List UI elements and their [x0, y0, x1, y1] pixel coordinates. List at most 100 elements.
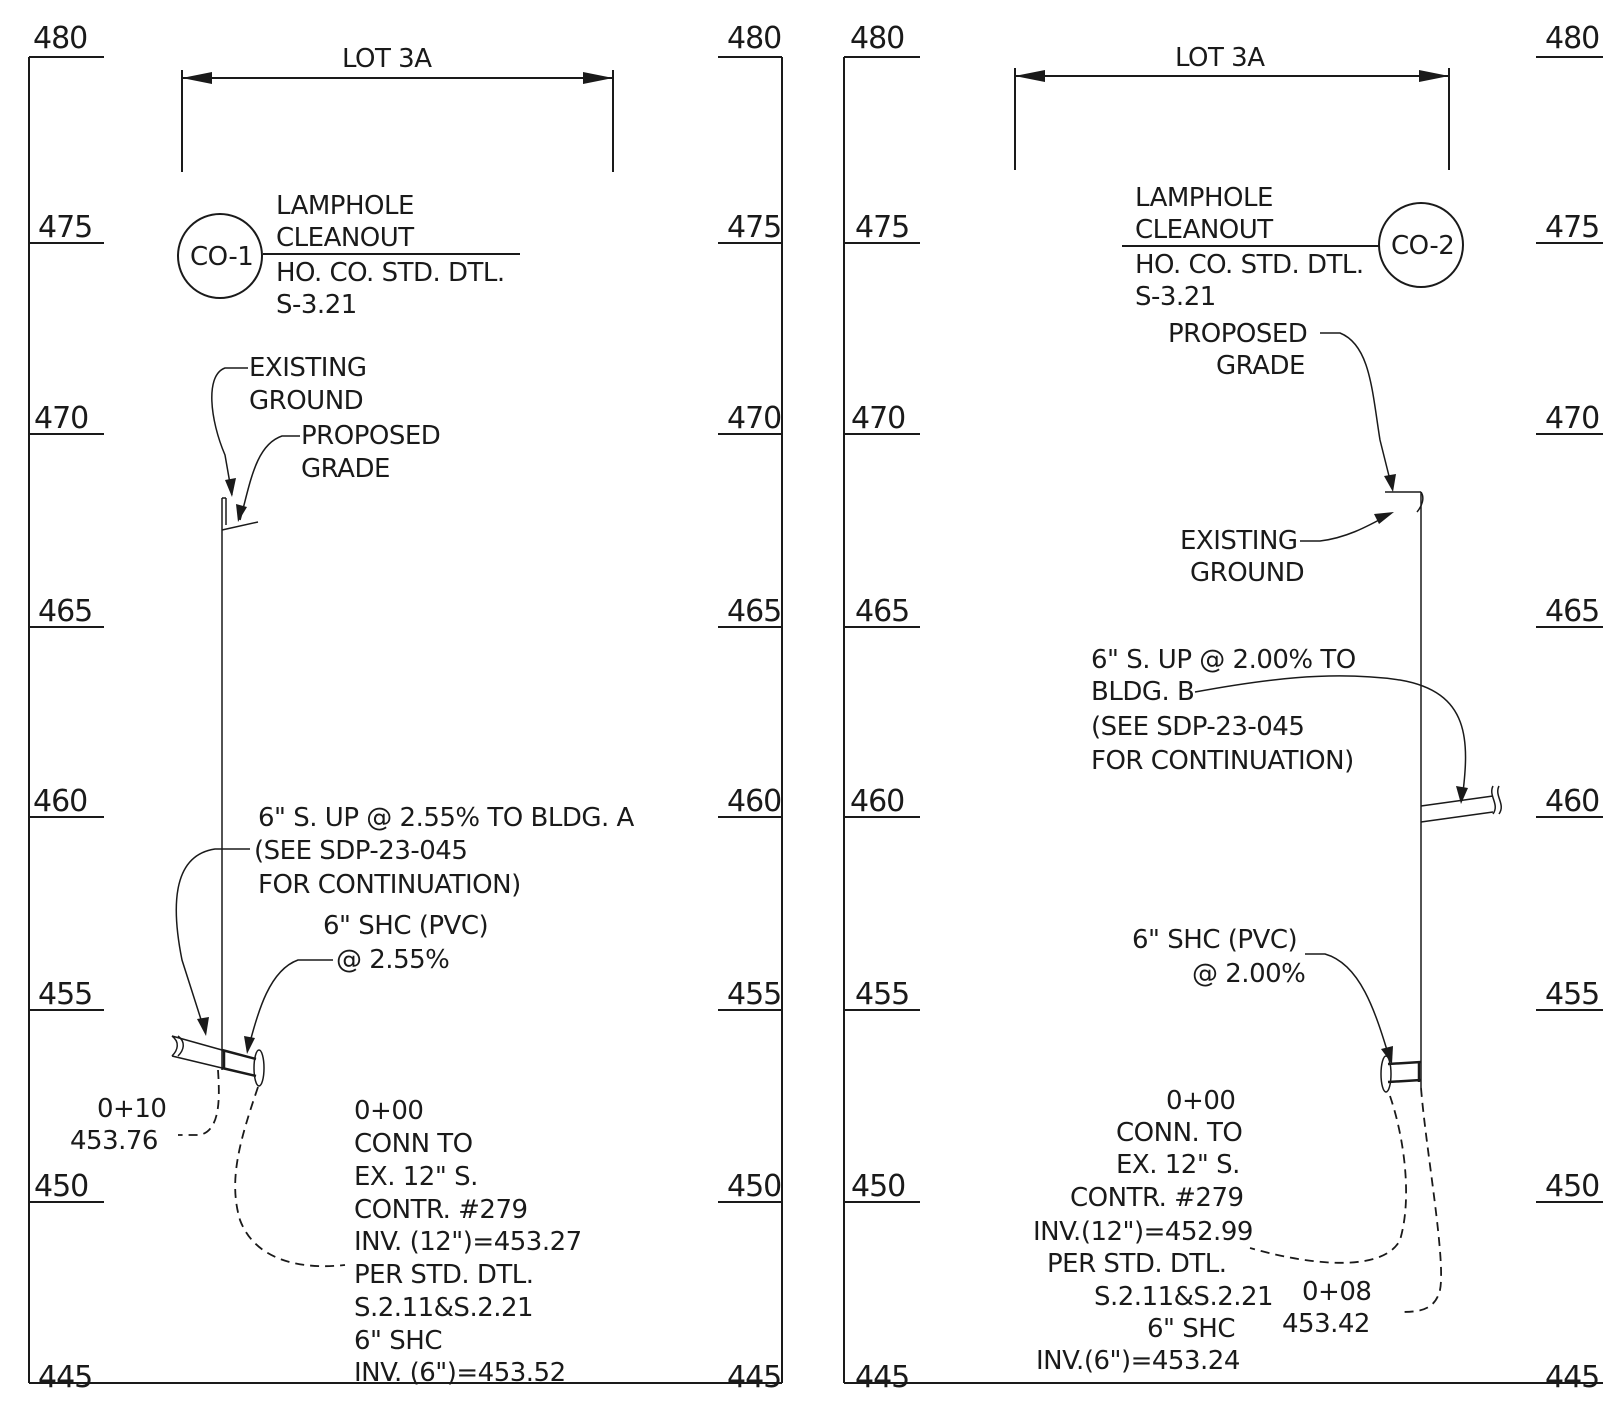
existing-ground-label: GROUND	[1190, 558, 1304, 588]
pipe-up-note-line: BLDG. B	[1091, 677, 1194, 707]
elev-label: 455	[1545, 977, 1599, 1012]
proposed-grade-label: GRADE	[301, 454, 390, 484]
panel-a-shc-note: 6" SHC (PVC) @ 2.55%	[244, 911, 489, 1054]
elev-label: 450	[34, 1169, 88, 1204]
elev-label: 445	[855, 1360, 909, 1395]
panel-a-connection-note: 0+00 CONN TO EX. 12" S. CONTR. #279 INV.…	[354, 1096, 582, 1388]
panel-a-pipe-up-note: 6" S. UP @ 2.55% TO BLDG. A (SEE SDP-23-…	[175, 803, 635, 1036]
existing-ground-label: EXISTING	[1180, 526, 1298, 556]
elev-label: 470	[34, 401, 88, 436]
panel-b-pipe-connection	[1249, 1055, 1443, 1313]
lot-label: LOT 3A	[342, 44, 432, 74]
proposed-grade-label: PROPOSED	[1168, 319, 1307, 349]
leader-arrow-icon	[1374, 512, 1394, 524]
panel-a-cleanout-tag: CO-1 LAMPHOLE CLEANOUT HO. CO. STD. DTL.…	[177, 191, 520, 320]
elev-label: 460	[1545, 784, 1599, 819]
shc-note-line: @ 2.00%	[1192, 959, 1305, 989]
elev-label: 465	[1545, 594, 1599, 629]
panel-b-grade-callouts: PROPOSED GRADE EXISTING GROUND	[1168, 319, 1396, 588]
lot-label: LOT 3A	[1175, 43, 1265, 73]
elev-label: 470	[1545, 401, 1599, 436]
shc-note-line: 6" SHC (PVC)	[323, 911, 488, 941]
proposed-grade-label: GRADE	[1216, 351, 1305, 381]
dimension-arrow-icon	[1419, 70, 1449, 82]
station-label: 0+08	[1302, 1277, 1371, 1307]
pipe-up-note-line: 6" S. UP @ 2.00% TO	[1091, 645, 1356, 675]
cleanout-note-line: HO. CO. STD. DTL.	[1135, 250, 1364, 280]
elev-label: 455	[38, 977, 92, 1012]
elev-label: 480	[1545, 21, 1599, 56]
panel-b-frame	[843, 56, 1603, 1384]
panel-b-station-right: 0+08 453.42	[1282, 1277, 1372, 1339]
pipe-up-note-line: (SEE SDP-23-045	[254, 836, 467, 866]
panel-a-riser	[221, 497, 259, 1070]
elev-label: 480	[33, 21, 87, 56]
connection-note-line: CONN. TO	[1116, 1118, 1242, 1148]
elev-label: 470	[851, 401, 905, 436]
dimension-arrow-icon	[182, 72, 212, 84]
leader-arrow-icon	[1456, 786, 1468, 804]
cleanout-note-line: LAMPHOLE	[276, 191, 414, 221]
cleanout-note-line: HO. CO. STD. DTL.	[276, 258, 505, 288]
elev-label: 455	[855, 977, 909, 1012]
elev-label: 460	[850, 784, 904, 819]
panel-b-left-elevations: 480 475 470 465 460 455 450 445	[850, 21, 910, 1395]
elev-label: 465	[727, 594, 781, 629]
elev-label: 470	[727, 401, 781, 436]
leader-arrow-icon	[244, 1036, 255, 1054]
elev-label: 460	[727, 784, 781, 819]
panel-b-lot-dimension: LOT 3A	[1014, 43, 1450, 170]
elev-label: 465	[38, 594, 92, 629]
leader-arrow-icon	[1384, 474, 1396, 492]
panel-a-station-left: 0+10 453.76	[70, 1094, 167, 1156]
elev-label: 450	[1545, 1169, 1599, 1204]
cleanout-tag-label: CO-1	[190, 242, 253, 272]
connection-note-line: 6" SHC	[354, 1326, 442, 1356]
shc-note-line: @ 2.55%	[336, 945, 449, 975]
panel-b-shc-note: 6" SHC (PVC) @ 2.00%	[1132, 925, 1393, 1064]
elev-label: 445	[727, 1360, 781, 1395]
station-elevation: 453.42	[1282, 1309, 1370, 1339]
pipe-up-note-line: FOR CONTINUATION)	[258, 870, 521, 900]
panel-a-left-elevations: 480 475 470 465 460 455 450 445	[33, 21, 93, 1395]
elev-label: 480	[727, 21, 781, 56]
elev-label: 445	[1545, 1360, 1599, 1395]
elev-label: 460	[33, 784, 87, 819]
pipe-up-note-line: 6" S. UP @ 2.55% TO BLDG. A	[258, 803, 635, 833]
connection-note-line: CONTR. #279	[354, 1195, 528, 1225]
elev-label: 475	[727, 210, 781, 245]
leader-arrow-icon	[236, 504, 247, 522]
panel-a-grade-callouts: EXISTING GROUND PROPOSED GRADE	[211, 353, 441, 522]
connection-note-line: CONTR. #279	[1070, 1183, 1244, 1213]
connection-note-line: PER STD. DTL.	[1047, 1249, 1227, 1279]
cleanout-note-line: S-3.21	[1135, 282, 1216, 312]
panel-b-riser	[1385, 491, 1424, 1088]
panel-a-right-elevations: 480 475 470 465 460 455 450 445	[727, 21, 782, 1395]
proposed-grade-label: PROPOSED	[301, 421, 440, 451]
existing-ground-label: EXISTING	[249, 353, 367, 383]
cleanout-note-line: CLEANOUT	[276, 223, 414, 253]
panel-b-right-elevations: 480 475 470 465 460 455 450 445	[1545, 21, 1600, 1395]
station-elevation: 453.76	[70, 1126, 158, 1156]
pipe-up-note-line: FOR CONTINUATION)	[1091, 746, 1354, 776]
connection-note-line: S.2.11&S.2.21	[1094, 1282, 1273, 1312]
cleanout-note-line: CLEANOUT	[1135, 215, 1273, 245]
panel-b-connection-note: 0+00 CONN. TO EX. 12" S. CONTR. #279 INV…	[1033, 1086, 1274, 1376]
panel-b-pipe-up-note: 6" S. UP @ 2.00% TO BLDG. B (SEE SDP-23-…	[1091, 645, 1468, 804]
station-label: 0+10	[97, 1094, 166, 1124]
elev-label: 450	[727, 1169, 781, 1204]
connection-note-line: INV.(12")=452.99	[1033, 1217, 1253, 1247]
leader-arrow-icon	[1381, 1046, 1393, 1064]
connection-note-line: EX. 12" S.	[354, 1162, 478, 1192]
elev-label: 475	[855, 210, 909, 245]
panel-a-frame	[28, 56, 783, 1384]
shc-note-line: 6" SHC (PVC)	[1132, 925, 1297, 955]
connection-note-line: 0+00	[1166, 1086, 1235, 1116]
elev-label: 455	[727, 977, 781, 1012]
leader-arrow-icon	[197, 1017, 209, 1036]
connection-note-line: INV.(6")=453.24	[1036, 1346, 1240, 1376]
panel-b-cleanout-tag: LAMPHOLE CLEANOUT HO. CO. STD. DTL. S-3.…	[1122, 183, 1464, 312]
existing-ground-label: GROUND	[249, 386, 363, 416]
leader-arrow-icon	[225, 478, 236, 497]
connection-note-line: CONN TO	[354, 1129, 473, 1159]
